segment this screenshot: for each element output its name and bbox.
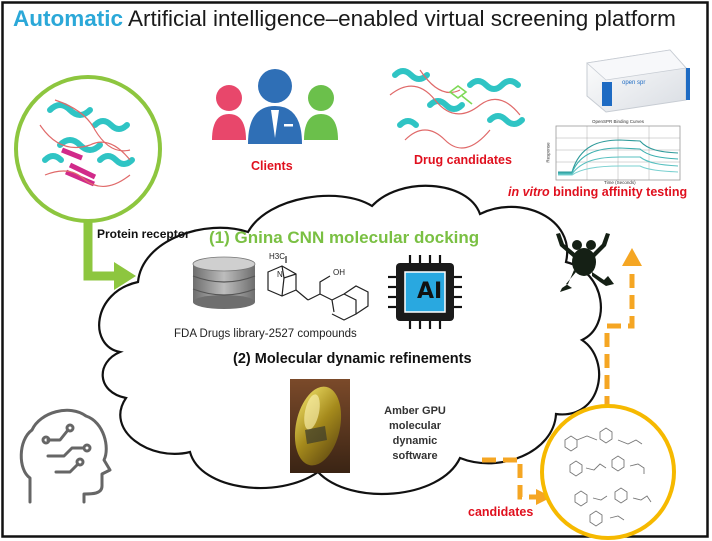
plot-xlabel: Time (Seconds) bbox=[604, 180, 636, 185]
binding-curves-plot bbox=[555, 125, 681, 181]
frog-icon bbox=[556, 233, 614, 292]
clients-label: Clients bbox=[251, 159, 293, 173]
protein-receptor-circle bbox=[14, 75, 162, 223]
chem-oh-label: OH bbox=[333, 268, 345, 277]
spr-instrument-icon bbox=[586, 49, 690, 113]
brain-circuit-icon bbox=[19, 408, 112, 504]
protein-to-cloud-arrow bbox=[83, 222, 136, 290]
title-accent: Automatic bbox=[13, 6, 124, 31]
chem-n-label: N bbox=[277, 270, 283, 279]
ai-chip-icon bbox=[388, 255, 462, 329]
chem-h3c-label: H3C bbox=[269, 252, 286, 261]
ai-chip-text: AI bbox=[417, 279, 443, 304]
in-vitro-italic: in vitro bbox=[508, 185, 550, 199]
page-title: Automatic Artificial intelligence–enable… bbox=[13, 6, 676, 32]
gpu-gem-icon bbox=[290, 379, 350, 473]
drug-candidates-label: Drug candidates bbox=[414, 153, 512, 167]
step1-docking-label: (1) Gnina CNN molecular docking bbox=[209, 228, 480, 247]
clients-people-icon bbox=[212, 69, 338, 144]
chemical-structure bbox=[267, 256, 369, 321]
database-icon bbox=[192, 256, 256, 309]
candidates-label: candidates bbox=[468, 505, 534, 519]
in-vitro-label: in vitro binding affinity testing bbox=[508, 185, 687, 199]
plot-title: OpenSPR Binding Curves bbox=[592, 119, 645, 124]
drug-candidates-protein-image bbox=[389, 68, 525, 149]
fda-library-label: FDA Drugs library-2527 compounds bbox=[174, 328, 357, 340]
candidates-structures-circle bbox=[540, 404, 676, 540]
plot-ylabel: Response bbox=[545, 142, 551, 163]
arrowhead-candidates bbox=[536, 489, 552, 505]
arrowhead-testing bbox=[622, 248, 642, 266]
protein-receptor-label: Protein receptor bbox=[97, 227, 190, 241]
amber-gpu-label: Amber GPU molecular dynamic software bbox=[384, 405, 446, 462]
candidates-to-testing-arrow bbox=[482, 268, 635, 500]
title-rest: Artificial intelligence–enabled virtual … bbox=[123, 6, 676, 31]
in-vitro-rest: binding affinity testing bbox=[549, 185, 688, 199]
spr-brand-label: open spr bbox=[622, 80, 646, 86]
step2-md-label: (2) Molecular dynamic refinements bbox=[233, 351, 472, 367]
